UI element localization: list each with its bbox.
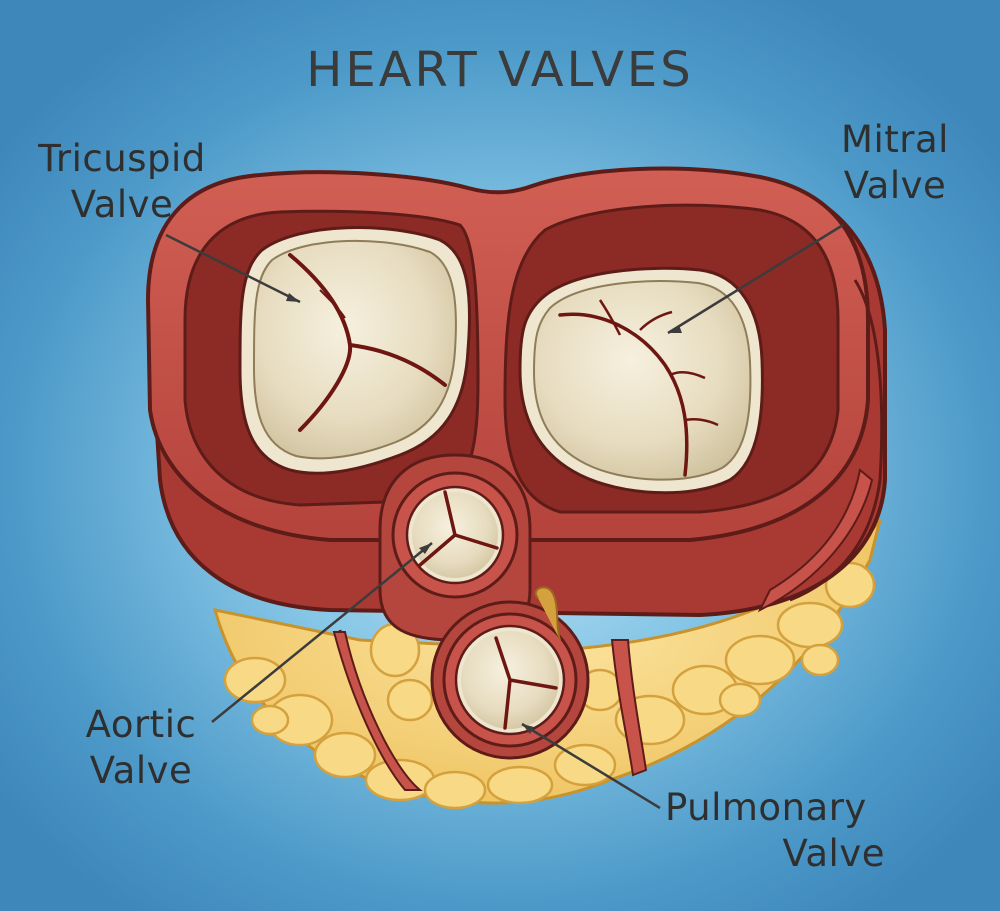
label-pulmonary-line1: Pulmonary [665, 786, 867, 829]
mitral-valve [518, 266, 764, 495]
label-tricuspid-line2: Valve [70, 183, 174, 226]
label-aortic: Aortic Valve [72, 702, 210, 794]
page-title: HEART VALVES [306, 42, 694, 98]
label-aortic-line2: Valve [89, 749, 193, 792]
leader-line-pulmonary [521, 722, 661, 810]
label-mitral-line1: Mitral [841, 118, 949, 161]
leader-arrow-mitral [668, 325, 682, 333]
leader-lines [165, 223, 844, 810]
label-tricuspid-line1: Tricuspid [38, 137, 206, 180]
aortic-valve [378, 453, 532, 642]
leader-arrow-tricuspid [286, 293, 300, 302]
label-aortic-line1: Aortic [85, 703, 197, 746]
leader-arrow-aortic [419, 543, 432, 554]
label-pulmonary-line2: Valve [782, 832, 885, 875]
label-pulmonary: Pulmonary Valve [665, 785, 895, 877]
label-mitral: Mitral Valve [825, 117, 965, 209]
leader-arrow-pulmonary [522, 724, 534, 734]
leader-line-aortic [211, 542, 433, 723]
label-mitral-line2: Valve [843, 164, 947, 207]
leader-line-tricuspid [165, 233, 301, 304]
label-tricuspid: Tricuspid Valve [22, 136, 222, 228]
leader-line-mitral [667, 223, 844, 335]
pulmonary-valve [430, 586, 590, 760]
tricuspid-valve [238, 226, 472, 475]
